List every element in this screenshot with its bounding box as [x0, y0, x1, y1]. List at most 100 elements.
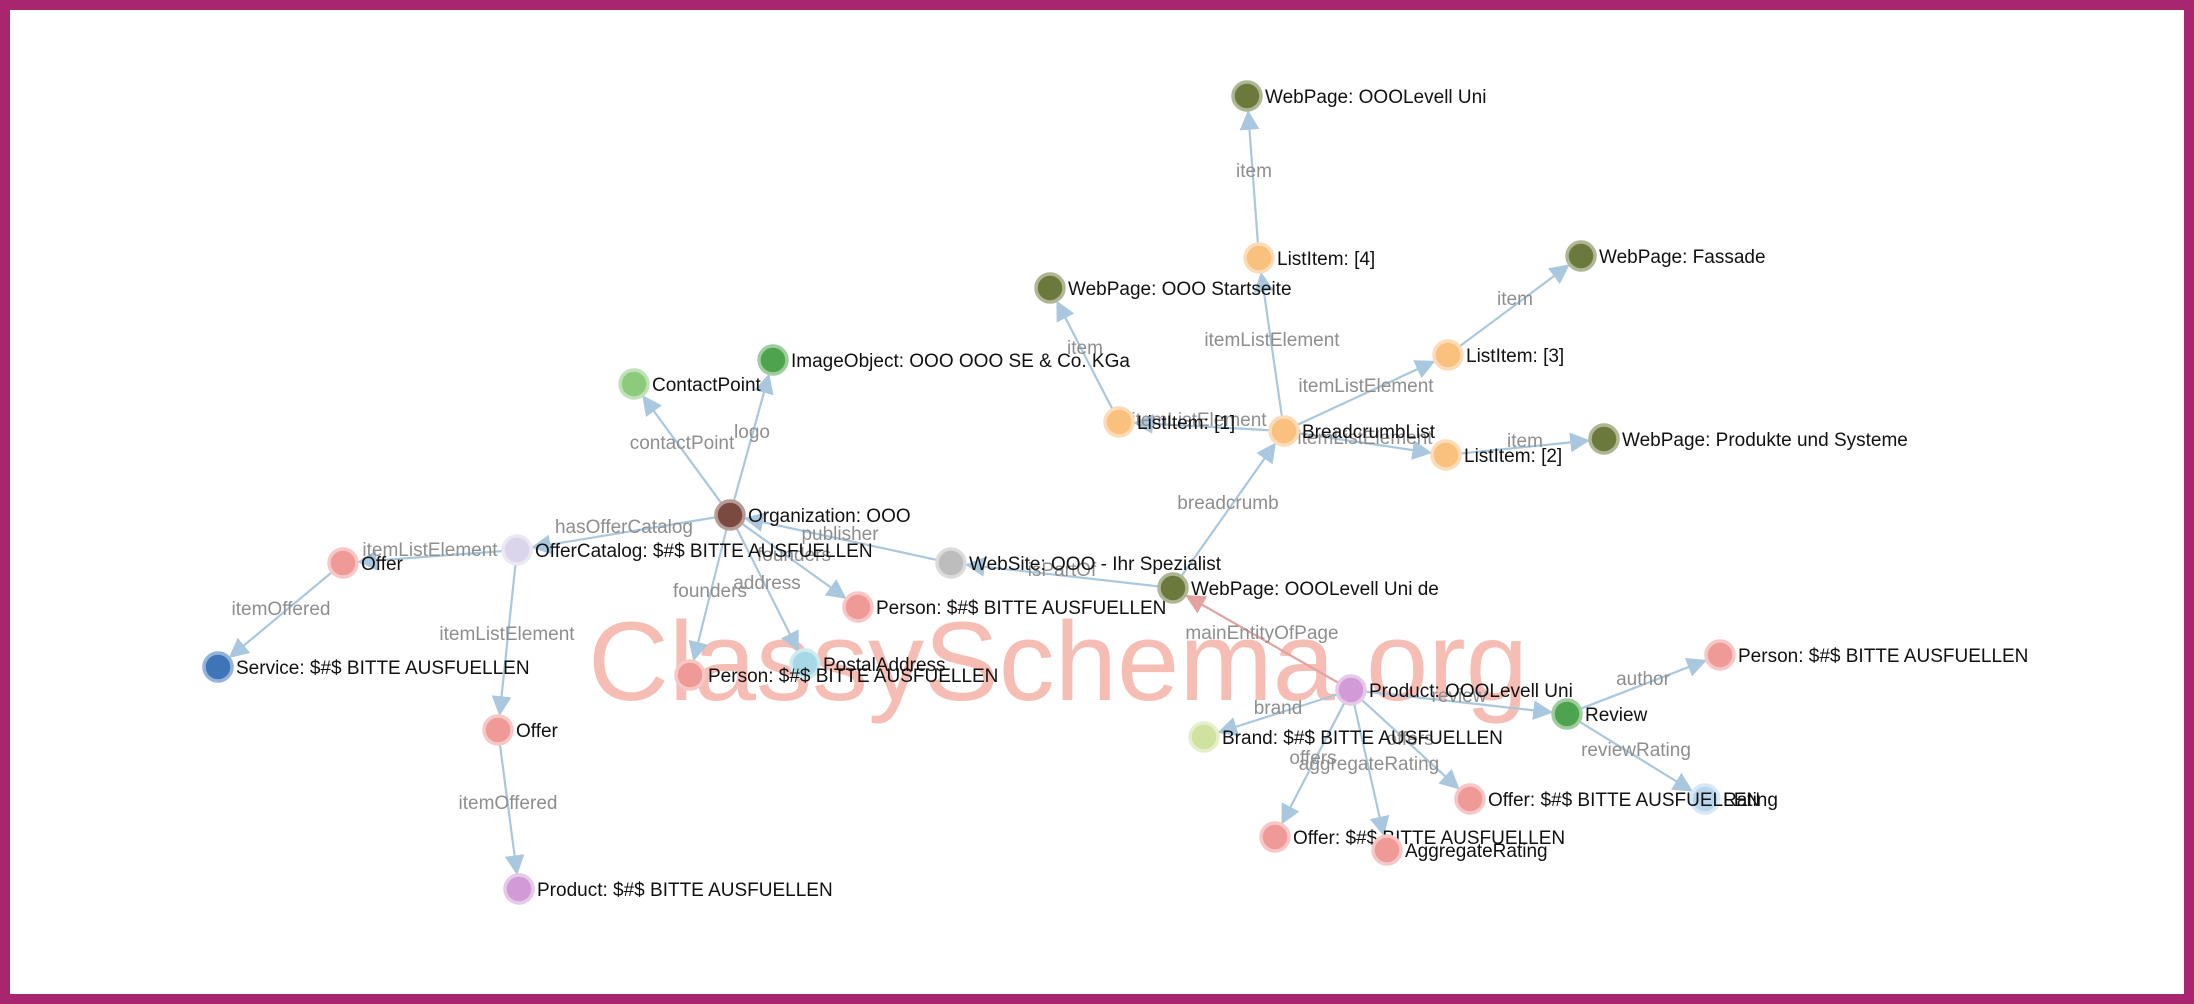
circle-node-icon[interactable]: [1371, 834, 1403, 866]
edge-label-author: author: [1616, 669, 1671, 690]
circle-node-icon[interactable]: [1689, 783, 1721, 815]
graph-node-offer2[interactable]: Offer: [482, 714, 559, 746]
graph-node-wp_uni[interactable]: WebPage: OOOLevell Uni: [1231, 80, 1486, 112]
graph-node-offer4[interactable]: Offer: $#$ BITTE AUSFUELLEN: [1259, 821, 1565, 853]
graph-node-contact[interactable]: ContactPoint: [618, 368, 762, 400]
graph-node-offcat[interactable]: OfferCatalog: $#$ BITTE AUSFUELLEN: [501, 534, 873, 566]
edge-label-itemListElement: itemListElement: [439, 624, 575, 645]
edge-label-item: item: [1236, 161, 1272, 182]
edge-product-review: [1364, 690, 1554, 721]
circle-node-icon[interactable]: [789, 648, 821, 680]
node-label: Offer: [516, 721, 559, 742]
node-label: WebPage: OOO Startseite: [1068, 279, 1292, 300]
node-label: WebPage: Fassade: [1599, 247, 1766, 268]
graph-node-service[interactable]: Service: $#$ BITTE AUSFUELLEN: [202, 651, 530, 683]
graph-node-person2[interactable]: Person: $#$ BITTE AUSFUELLEN: [674, 659, 998, 691]
circle-node-icon[interactable]: [501, 534, 533, 566]
edge-bclist-li3: [1296, 360, 1436, 427]
edge-label-itemListElement: itemListElement: [362, 540, 498, 561]
circle-node-icon[interactable]: [714, 499, 746, 531]
edge-label-itemListElement: itemListElement: [1298, 376, 1434, 397]
circle-node-icon[interactable]: [1103, 406, 1135, 438]
graph-node-review[interactable]: Review: [1551, 698, 1648, 730]
graph-node-rating[interactable]: Rating: [1689, 783, 1778, 815]
edge-label-publisher: publisher: [801, 524, 879, 545]
edge-website-org: [743, 512, 938, 562]
graph-node-li4[interactable]: ListItem: [4]: [1243, 242, 1375, 274]
edge-offcat-offer1: [356, 549, 504, 571]
graph-node-person1[interactable]: Person: $#$ BITTE AUSFUELLEN: [842, 591, 1166, 623]
graph-node-offer3[interactable]: Offer: $#$ BITTE AUSFUELLEN: [1454, 783, 1760, 815]
graph-node-wp_start[interactable]: WebPage: OOO Startseite: [1034, 272, 1292, 304]
edge-label-itemOffered: itemOffered: [232, 599, 331, 620]
edge-product-aggr: [1352, 703, 1390, 837]
edge-label-item: item: [1497, 289, 1533, 310]
graph-node-li3[interactable]: ListItem: [3]: [1432, 339, 1564, 371]
circle-node-icon[interactable]: [935, 547, 967, 579]
circle-node-icon[interactable]: [1259, 821, 1291, 853]
edge-label-itemListElement: itemListElement: [1204, 330, 1340, 351]
node-label: Offer: [361, 554, 404, 575]
circle-node-icon[interactable]: [1551, 698, 1583, 730]
node-label: OfferCatalog: $#$ BITTE AUSFUELLEN: [535, 541, 873, 562]
node-label: ListItem: [1]: [1137, 413, 1235, 434]
edge-org-person2: [688, 528, 728, 662]
graph-node-li2[interactable]: ListItem: [2]: [1430, 439, 1562, 471]
circle-node-icon[interactable]: [1335, 674, 1367, 706]
circle-node-icon[interactable]: [482, 714, 514, 746]
node-label: ContactPoint: [652, 375, 762, 396]
graph-node-org[interactable]: Organization: OOO: [714, 499, 911, 531]
circle-node-icon[interactable]: [674, 659, 706, 691]
edge-offer2-prod_off: [498, 743, 525, 876]
circle-node-icon[interactable]: [1704, 639, 1736, 671]
circle-node-icon[interactable]: [1454, 783, 1486, 815]
circle-node-icon[interactable]: [1432, 339, 1464, 371]
graph-node-postal[interactable]: PostalAddress: [789, 648, 946, 680]
edge-offer1-service: [228, 571, 333, 659]
graph-node-imgobj[interactable]: ImageObject: OOO OOO SE & Co. KGa: [757, 344, 1130, 376]
graph-node-brand[interactable]: Brand: $#$ BITTE AUSFUELLEN: [1188, 721, 1503, 753]
circle-node-icon[interactable]: [1588, 423, 1620, 455]
edge-bclist-li1: [1132, 413, 1271, 434]
graph-node-person3[interactable]: Person: $#$ BITTE AUSFUELLEN: [1704, 639, 2028, 671]
graph-node-aggr[interactable]: AggregateRating: [1371, 834, 1548, 866]
circle-node-icon[interactable]: [1430, 439, 1462, 471]
edge-product-offer4: [1281, 701, 1346, 825]
schema-graph: ClassySchema.org itemitemListElementitem…: [202, 80, 2028, 905]
circle-node-icon[interactable]: [1231, 80, 1263, 112]
graph-node-offer1[interactable]: Offer: [327, 547, 404, 579]
circle-node-icon[interactable]: [1188, 721, 1220, 753]
node-label: Person: $#$ BITTE AUSFUELLEN: [876, 598, 1166, 619]
circle-node-icon[interactable]: [757, 344, 789, 376]
graph-node-bclist[interactable]: BreadcrumbList: [1268, 415, 1436, 447]
circle-node-icon[interactable]: [1565, 240, 1597, 272]
circle-node-icon[interactable]: [1243, 242, 1275, 274]
graph-node-wp_prod[interactable]: WebPage: Produkte und Systeme: [1588, 423, 1908, 455]
edge-label-founders: founders: [757, 545, 831, 566]
edge-org-postal: [735, 527, 799, 652]
edge-label-aggregateRating: aggregateRating: [1299, 754, 1440, 775]
graph-node-website[interactable]: WebSite: OOO - Ihr Spezialist: [935, 547, 1222, 579]
circle-node-icon[interactable]: [503, 873, 535, 905]
circle-node-icon[interactable]: [327, 547, 359, 579]
circle-node-icon[interactable]: [202, 651, 234, 683]
circle-node-icon[interactable]: [842, 591, 874, 623]
node-label: WebPage: Produkte und Systeme: [1622, 430, 1908, 451]
circle-node-icon[interactable]: [1268, 415, 1300, 447]
edge-label-mainEntityOfPage: mainEntityOfPage: [1185, 623, 1338, 644]
edge-li4-wp_uni: [1239, 109, 1260, 245]
graph-node-product[interactable]: Product: OOOLevell Uni: [1335, 674, 1573, 706]
circle-node-icon[interactable]: [1157, 572, 1189, 604]
node-label: WebPage: OOOLevell Uni: [1265, 87, 1486, 108]
edge-label-isPartOf: isPartOf: [1028, 560, 1097, 581]
edge-label-founders: founders: [673, 581, 747, 602]
graph-node-wp_unide[interactable]: WebPage: OOOLevell Uni de: [1157, 572, 1439, 604]
edge-label-itemListElement: itemListElement: [1131, 410, 1267, 431]
graph-node-prod_off[interactable]: Product: $#$ BITTE AUSFUELLEN: [503, 873, 833, 905]
edge-review-rating: [1578, 720, 1694, 792]
circle-node-icon[interactable]: [618, 368, 650, 400]
graph-node-wp_fassade[interactable]: WebPage: Fassade: [1565, 240, 1766, 272]
graph-node-li1[interactable]: ListItem: [1]: [1103, 406, 1235, 438]
circle-node-icon[interactable]: [1034, 272, 1066, 304]
